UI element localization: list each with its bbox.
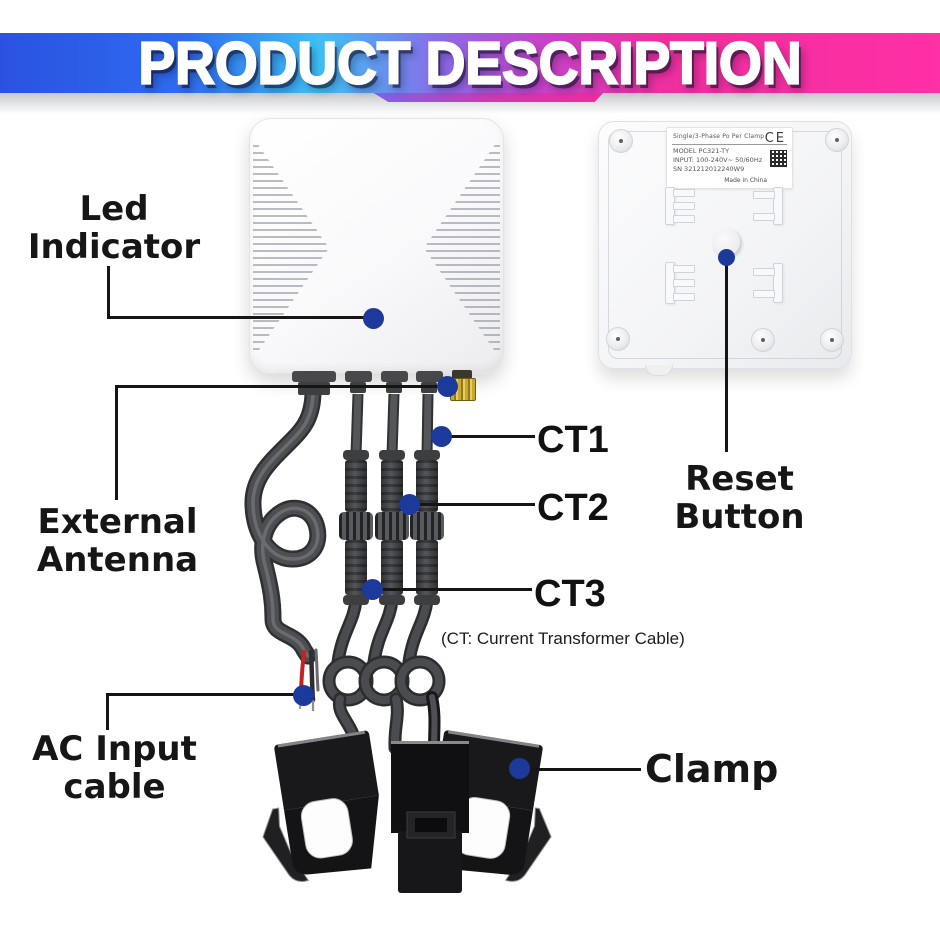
pointer-dot-reset [718, 249, 735, 266]
label-clamp: Clamp [645, 747, 779, 791]
sticker-origin: Made in China [724, 177, 767, 184]
ct-coupling-ring-3 [410, 512, 444, 540]
label-led-indicator: Led Indicator [27, 189, 201, 268]
leader-line-ct3 [382, 588, 532, 591]
vent-lines-left [253, 145, 329, 351]
sticker-product-name: Single/3-Phase Po Per Clamp [673, 133, 765, 140]
pointer-dot-led [363, 308, 384, 329]
ct-cable-loops [322, 593, 446, 755]
leader-line-led-vertical [107, 266, 110, 318]
clamp-center [391, 741, 469, 893]
ct-coupling-ring-2 [375, 512, 409, 540]
label-ct2: CT2 [537, 487, 609, 529]
ct-port-1 [345, 371, 372, 393]
label-external-antenna: External Antenna [36, 502, 199, 581]
ce-mark: CE [764, 131, 786, 146]
leader-line-reset [725, 259, 728, 452]
pointer-dot-ct3 [362, 579, 383, 600]
clamp-left [262, 730, 379, 883]
mounting-slot-bottom-right [745, 263, 783, 303]
screw-bottom-center [751, 328, 775, 352]
label-ct1: CT1 [537, 419, 609, 461]
grommet-flange [292, 371, 336, 382]
qr-code [770, 150, 787, 167]
leader-line-ac-vertical [106, 693, 109, 730]
pointer-dot-ct1 [431, 426, 452, 447]
clamp-right [434, 730, 552, 882]
vent-lines-right [424, 145, 500, 351]
page-title: PRODUCT DESCRIPTION [137, 28, 802, 97]
pointer-dot-antenna [437, 376, 458, 397]
sticker-model: MODEL PC321-TY [673, 147, 730, 155]
back-bottom-tab [645, 365, 673, 376]
ac-wire-gray [314, 648, 320, 692]
label-reset-button: Reset Button [674, 459, 805, 538]
ac-input-cable-graphic [244, 385, 327, 711]
grommet-neck [298, 382, 330, 395]
ct-coupling-ring-1 [339, 512, 373, 540]
sticker-serial-number: SN 321212012240W9 [673, 165, 745, 173]
leader-line-antenna-horizontal [115, 385, 447, 388]
label-ct-note: (CT: Current Transformer Cable) [441, 629, 685, 648]
title-banner: PRODUCT DESCRIPTION [0, 28, 940, 98]
sticker-divider [672, 144, 787, 145]
ct-port-2 [381, 371, 408, 393]
pointer-dot-ct2 [399, 494, 420, 515]
screw-top-left [609, 129, 633, 153]
sticker-input-rating: INPUT: 100-240V~ 50/60Hz [673, 156, 763, 164]
banner-ribbon-tab [372, 92, 604, 102]
pointer-dot-clamp [509, 758, 530, 779]
leader-line-led-horizontal [107, 316, 373, 319]
antenna-cable-grommet [292, 371, 336, 395]
mounting-slot-bottom-left [665, 262, 699, 304]
device-front-view [249, 118, 504, 374]
ct-cable-tail-3 [426, 691, 441, 832]
label-ct3: CT3 [534, 573, 606, 615]
ct-upper-cables [350, 393, 434, 456]
label-ac-input-cable: AC Input cable [32, 729, 197, 808]
mounting-slot-top-left [665, 187, 699, 225]
mounting-slot-top-right [745, 187, 783, 225]
leader-line-ct1 [451, 435, 535, 438]
screw-bottom-left [606, 327, 630, 351]
info-sticker: Single/3-Phase Po Per Clamp CE MODEL PC3… [666, 127, 793, 189]
leader-line-clamp [529, 768, 641, 771]
screw-top-right [825, 128, 849, 152]
leader-line-ct2 [419, 503, 535, 506]
leader-line-antenna-vertical [115, 385, 118, 500]
leader-line-ac-horizontal [106, 693, 303, 696]
sma-connector-tip [452, 370, 472, 379]
pointer-dot-ac [293, 685, 314, 706]
screw-bottom-right [820, 328, 844, 352]
banner-shadow [0, 92, 940, 114]
